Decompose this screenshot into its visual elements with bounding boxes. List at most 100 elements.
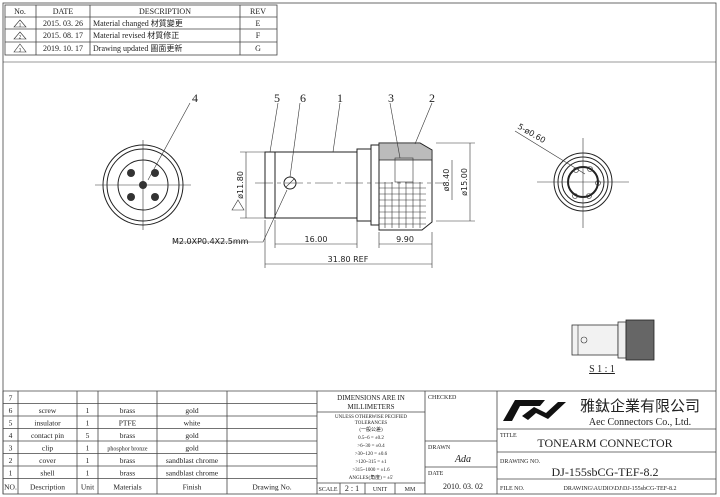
dim-total-length: 31.80 REF — [328, 255, 369, 264]
title-value: TONEARM CONNECTOR — [537, 436, 672, 450]
company-name-en: Aec Connectors Co., Ltd. — [589, 417, 691, 428]
rev-header-no: No. — [14, 7, 26, 16]
dimensions-note-2: MILLIMETERS — [347, 403, 394, 411]
file-no-label: FILE NO. — [500, 486, 525, 492]
thread-note: M2.0XP0.4X2.5mm — [172, 237, 249, 246]
scale-value: 2 : 1 — [345, 484, 359, 493]
revision-triangle-icon — [13, 19, 27, 28]
company-name-cn: 雅鈦企業有限公司 — [580, 397, 700, 415]
parts-cell-materials: phosphor bronze — [107, 447, 147, 453]
balloon-2: 2 — [429, 91, 435, 105]
parts-header: Materials — [113, 483, 141, 492]
parts-cell-description: insulator — [34, 419, 61, 428]
drawing-no-value: DJ-155sbCG-TEF-8.2 — [552, 465, 659, 479]
rev-header-description: DESCRIPTION — [139, 7, 191, 16]
rev-no: 1 — [19, 24, 22, 29]
parts-cell-unit: 1 — [86, 469, 90, 478]
tolerance-line: >6~30 = ±0.4 — [357, 444, 385, 449]
balloon-6: 6 — [300, 91, 306, 105]
parts-cell-no: 5 — [9, 419, 13, 428]
parts-cell-no: 4 — [9, 431, 13, 440]
balloon-1: 1 — [337, 91, 343, 105]
parts-cell-materials: brass — [120, 469, 135, 478]
parts-cell-unit: 5 — [86, 431, 90, 440]
drawn-label: DRAWN — [428, 445, 451, 451]
scale-caption: S 1 : 1 — [589, 364, 615, 375]
balloon-5: 5 — [274, 91, 280, 105]
unit-value: MM — [405, 487, 416, 493]
parts-cell-description: contact pin — [31, 431, 64, 440]
parts-cell-materials: brass — [120, 431, 135, 440]
tolerance-line: >30~120 = ±0.6 — [355, 452, 388, 457]
dim-body-length: 16.00 — [305, 235, 328, 244]
parts-cell-materials: PTFE — [119, 419, 137, 428]
parts-cell-unit: 1 — [86, 406, 90, 415]
tolerance-line: TOLERANCES — [355, 421, 388, 426]
tolerance-line: UNLESS OTHERWISE PECIFIED — [335, 415, 407, 420]
parts-cell-finish: white — [184, 419, 201, 428]
date-label: DATE — [428, 471, 444, 477]
rev-letter: G — [255, 44, 261, 53]
rev-date: 2019. 10. 17 — [43, 44, 83, 53]
revision-triangle-icon — [13, 31, 27, 40]
parts-cell-description: clip — [42, 444, 53, 453]
parts-header: Unit — [81, 483, 95, 492]
parts-cell-no: 3 — [9, 444, 13, 453]
parts-cell-finish: gold — [185, 406, 199, 415]
unit-label: UNIT — [373, 487, 388, 493]
revision-triangle-icon — [13, 43, 27, 53]
parts-cell-unit: 1 — [86, 444, 90, 453]
parts-cell-finish: sandblast chrome — [166, 456, 219, 465]
checked-label: CHECKED — [428, 395, 457, 401]
company-logo — [503, 400, 566, 421]
rev-date: 2015. 08. 17 — [43, 31, 83, 40]
parts-cell-finish: gold — [185, 431, 199, 440]
parts-cell-materials: brass — [120, 406, 135, 415]
parts-cell-description: shell — [40, 469, 54, 478]
rev-no: 3 — [19, 49, 22, 54]
parts-header: Drawing No. — [252, 483, 291, 492]
rev-header-date: DATE — [53, 7, 74, 16]
left-end-view: 4 — [95, 91, 198, 230]
drawn-value: Ada — [454, 454, 471, 465]
dim-outer-diameter: ø15.00 — [460, 168, 469, 196]
dim-inner-diameter: ø8.40 — [442, 169, 451, 192]
parts-cell-finish: gold — [185, 444, 199, 453]
pin-holes — [572, 166, 601, 199]
title-label: TITLE — [500, 433, 517, 439]
rev-header-rev: REV — [250, 7, 266, 16]
parts-cell-description: cover — [39, 456, 56, 465]
parts-cell-unit: 1 — [86, 456, 90, 465]
connector-preview: S 1 : 1 — [571, 319, 655, 375]
parts-cell-unit: 1 — [86, 419, 90, 428]
parts-header: Finish — [183, 483, 202, 492]
revision-triangle-icon — [231, 199, 245, 211]
rev-description: Material changed 材質變更 — [93, 18, 183, 28]
file-no-value: DRAWING\AUDIO\DJ\DJ-155sbCG-TEF-8.2 — [563, 486, 676, 492]
tolerances: UNLESS OTHERWISE PECIFIED TOLERANCES (一般… — [335, 415, 407, 481]
date-value: 2010. 03. 02 — [443, 482, 483, 491]
side-view: 5 6 1 3 2 ø11.80 16.00 9.90 31.80 REF ø1… — [172, 91, 475, 268]
rev-letter: F — [256, 31, 261, 40]
dim-body-diameter: ø11.80 — [236, 171, 245, 199]
right-end-view: 5-ø0.60 — [514, 122, 629, 228]
dimensions-note-1: DIMENSIONS ARE IN — [337, 394, 405, 402]
parts-header: NO. — [4, 483, 17, 492]
parts-cell-materials: brass — [120, 456, 135, 465]
knurl-pattern — [379, 182, 426, 228]
rev-no: 2 — [19, 36, 22, 41]
revision-table: No. DATE DESCRIPTION REV 1 2015. 03. 26 … — [3, 4, 716, 63]
contact-pin-holes — [127, 169, 159, 201]
drawing-no-label: DRAWING NO. — [500, 459, 541, 465]
parts-header: Description — [30, 483, 65, 492]
tolerance-line: (一般公差) — [359, 426, 383, 433]
scale-label: SCALE — [318, 487, 337, 493]
tolerance-line: 0.5~6 = ±0.2 — [358, 436, 384, 441]
tolerance-line: >120~315 = ±1 — [355, 460, 387, 465]
rev-date: 2015. 03. 26 — [43, 19, 83, 28]
parts-cell-no: 7 — [9, 394, 13, 403]
rev-letter: E — [256, 19, 261, 28]
balloon-3: 3 — [388, 91, 394, 105]
